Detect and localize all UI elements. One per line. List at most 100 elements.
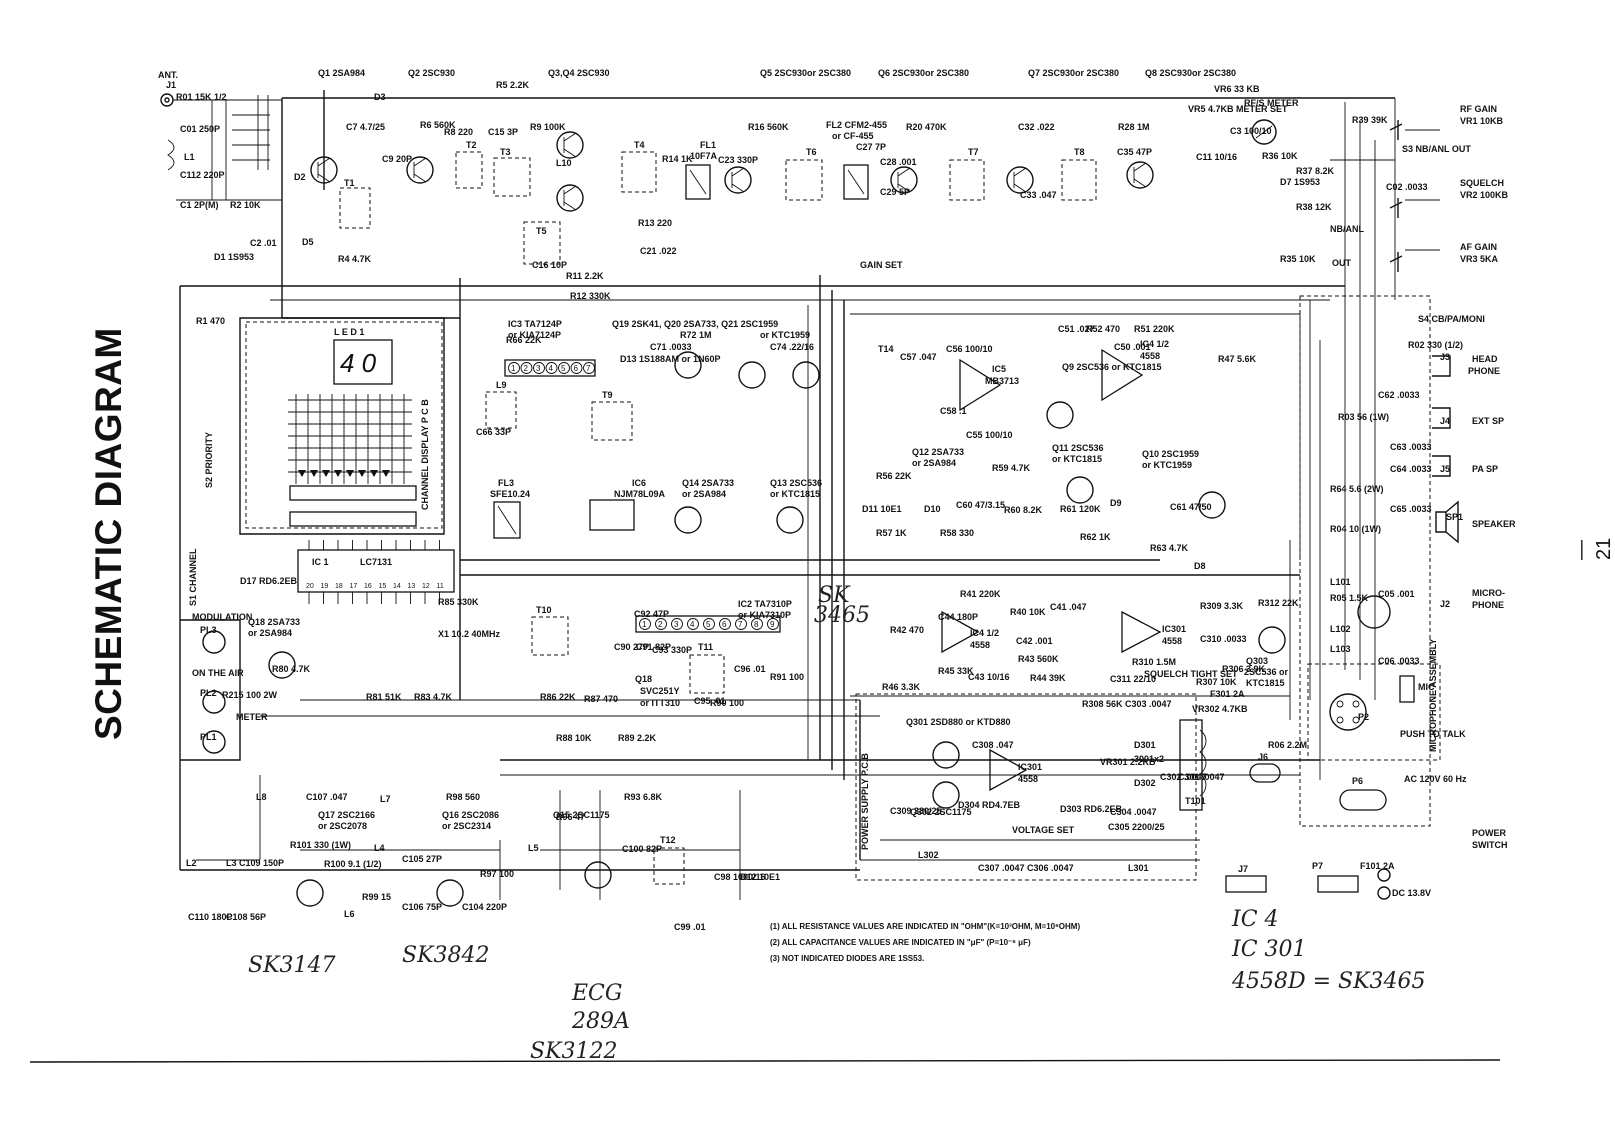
microphone-label: MICRO- [1472,588,1505,598]
component-label: SFE10.24 [490,489,530,499]
component-label: R90 100 [710,698,744,708]
modulation-label: MODULATION [192,612,252,622]
component-label: R64 5.6 (2W) [1330,484,1384,494]
component-label: T11 [698,642,713,652]
component-label: R03 56 (1W) [1338,412,1389,422]
priority-label: S2 PRIORITY [204,432,214,488]
component-label: NJM78L09A [614,489,666,499]
component-label: or 2SA984 [912,458,956,468]
ic-pin [655,618,667,630]
component-label: C50 .001 [1114,342,1151,352]
component-label: C58 .1 [940,406,967,416]
component-label: D9 [1110,498,1122,508]
component-label: X1 10.2 40MHz [438,629,501,639]
component-label: or KIA7124P [508,330,561,340]
component-label: Q9 2SC536 or KTC1815 [1062,362,1162,372]
component-label: C110 180P [188,912,233,922]
component-label: R6 560K [420,120,456,130]
ic1-label: IC 1 [312,557,329,567]
ic1-part: LC7131 [360,557,392,567]
voltage-set-label: VOLTAGE SET [1012,825,1075,835]
transistor-q4 [556,184,584,212]
component-label: R59 4.7K [992,463,1031,473]
component-label: C7 4.7/25 [346,122,385,132]
gain-set-label: GAIN SET [860,260,903,270]
ic-pin [751,618,763,630]
ic1-pin-number: 19 [321,583,329,590]
component-label: R37 8.2K [1296,166,1335,176]
component-label: R1 470 [196,316,225,326]
component-label: T5 [536,226,547,236]
component-label: R96 47 [556,812,585,822]
power-supply-pcb [855,693,1207,881]
component-label: or 2SC2078 [318,821,367,831]
component-label: C27 7P [856,142,886,152]
component-label: C304 .0047 [1110,807,1157,817]
component-label: L3 C109 150P [226,858,284,868]
component-label: R28 1M [1118,122,1150,132]
on-the-air-label: ON THE AIR [192,668,244,678]
component-label: R12 330K [570,291,611,301]
component-label: 10F7A [690,151,718,161]
channel-switch-label: S1 CHANNEL [188,548,198,606]
component-label: IC3 TA7124P [508,319,562,329]
ic1-pin-number: 16 [364,583,372,590]
ic1-pin-number: 15 [379,583,387,590]
ic6-regulator [589,499,635,531]
component-label: C65 .0033 [1390,504,1432,514]
component-label: C308 .047 [972,740,1014,750]
component-label: C01 250P [180,124,220,134]
component-label: C91 82P [636,642,671,652]
component-label: C62 .0033 [1378,390,1420,400]
power-label: POWER [1472,828,1507,838]
filter-fl3 [493,501,521,539]
diode-symbol [334,470,342,477]
component-label: L301 [1128,863,1149,873]
handwritten-note: SK3147 [248,953,336,978]
ic-pin-number: 6 [722,620,727,629]
squelch-sub: VR2 100KB [1460,190,1509,200]
component-label: 4558 [1162,636,1182,646]
component-label: R52 470 [1086,324,1120,334]
ic-pin-number: 1 [511,364,516,373]
component-label: R36 10K [1262,151,1298,161]
ic4a-amp [1101,348,1144,402]
component-label: R2 10K [230,200,261,210]
if-transformers [339,151,1097,885]
component-label: C15 3P [488,127,518,137]
component-label: C1 2P(M) [180,200,219,210]
component-label: R40 10K [1010,607,1046,617]
component-label: R39 39K [1352,115,1388,125]
transistor-header: Q1 2SA984 [318,68,365,78]
component-label: D2 [294,172,306,182]
push-to-talk-label: PUSH TO TALK [1400,729,1466,739]
af-gain-sub: VR3 5KA [1460,254,1499,264]
component-label: R06 2.2M [1268,740,1307,750]
component-label: R04 10 (1W) [1330,524,1381,534]
squelch-label: SQUELCH [1460,178,1504,188]
component-label: IC2 TA7310P [738,599,792,609]
component-label: 2SC536 or [1244,667,1289,677]
component-label: or KIA7310P [738,610,791,620]
diode-symbol [310,470,318,477]
transistor-q15 [584,861,612,889]
component-label: or KTC1815 [770,489,820,499]
component-label: R91 100 [770,672,804,682]
component-label: C96 .01 [734,664,766,674]
component-label: C92 47P [634,609,669,619]
handwritten-note: 3465 [814,603,870,628]
component-label: R85 330K [438,597,479,607]
component-label: C42 .001 [1016,636,1053,646]
diode-symbol [322,470,330,477]
handwritten-note: SK [818,583,851,608]
component-label: R43 560K [1018,654,1059,664]
component-label: R97 100 [480,869,514,879]
component-label: 4558 [1140,351,1160,361]
ic-pin [703,618,715,630]
component-label: R63 4.7K [1150,543,1189,553]
component-label: R215 100 2W [222,690,278,700]
ic-pin [570,362,583,374]
jack-symbols [1225,355,1459,900]
